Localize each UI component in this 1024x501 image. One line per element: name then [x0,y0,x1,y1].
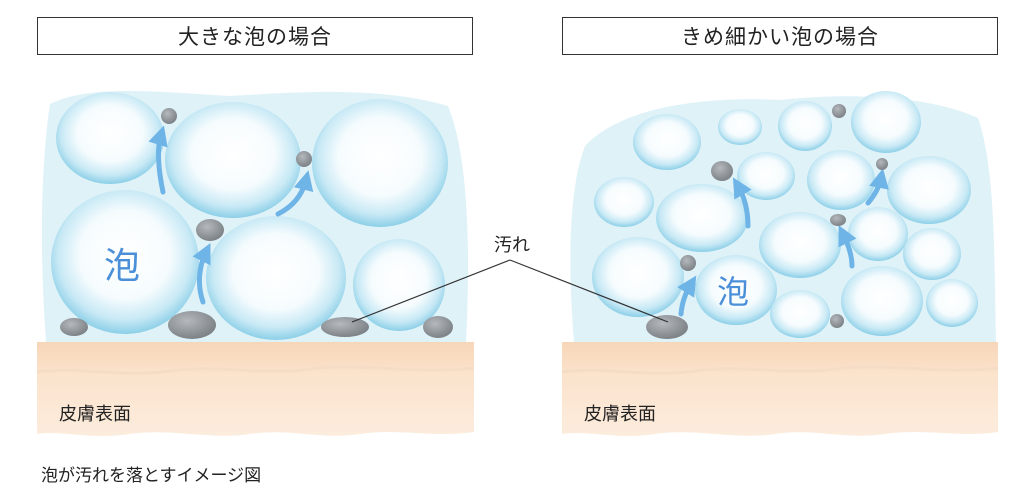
bubble [903,228,961,280]
dirt-particle [832,104,846,118]
bubble [759,212,841,278]
left-skin-texture [36,365,475,375]
dirt-particle [296,151,312,167]
dirt-label: 汚れ [494,235,530,256]
right-skin-label: 皮膚表面 [584,404,656,425]
bubble [778,101,832,151]
left-bubble-label: 泡 [104,246,140,287]
arrow-icon [148,125,168,195]
dirt-particle [161,108,177,124]
bubble [353,239,445,331]
dirt-particle [321,317,369,337]
arrow-icon [275,170,314,217]
bubble [695,255,777,325]
callout-line-left [351,259,511,323]
bubble [656,184,748,252]
left-panel: 泡 皮膚表面 [36,91,475,436]
dirt-callout: 汚れ [351,235,669,323]
bubble [807,150,875,210]
arrow-icon [192,243,211,305]
right-dirt [646,104,888,339]
bubble [56,92,164,184]
right-arrows [677,168,889,317]
left-skin-label: 皮膚表面 [59,404,131,425]
bubble [887,156,971,224]
bubble [737,152,795,200]
left-skin [37,342,474,436]
bubble [926,279,978,327]
bubble [848,207,908,261]
bubble [165,102,301,218]
left-dirt [60,108,453,339]
dirt-particle [196,219,224,241]
dirt-particle [168,311,216,339]
bubble [594,177,654,227]
bubble [312,99,448,227]
right-skin-texture [561,365,999,375]
dirt-particle [646,315,688,339]
bubble [718,109,762,145]
dirt-particle [830,214,846,226]
arrow-icon [677,275,697,317]
arrow-icon [838,225,857,269]
right-bubble-label: 泡 [717,273,749,311]
bubble [592,237,684,317]
arrow-icon [865,168,889,206]
dirt-particle [60,318,88,336]
left-bubbles [51,92,448,340]
right-bubbles [592,91,978,338]
dirt-particle [680,255,696,271]
arrow-icon [732,177,752,229]
callout-line-right [509,259,669,323]
bubble [51,190,199,334]
left-panel-title: 大きな泡の場合 [37,17,473,55]
right-panel: 泡 皮膚表面 [561,91,999,436]
figure-caption: 泡が汚れを落とすイメージ図 [41,466,262,486]
dirt-particle [711,161,733,181]
bubble [633,114,701,170]
right-skin [562,342,998,436]
dirt-particle [876,158,888,170]
dirt-particle [423,316,453,338]
bubble [206,216,346,340]
dirt-particle [830,314,844,328]
bubble [770,290,830,338]
left-arrows [148,125,314,305]
bubble [851,91,921,153]
bubble [841,266,923,336]
right-panel-title: きめ細かい泡の場合 [562,17,998,55]
